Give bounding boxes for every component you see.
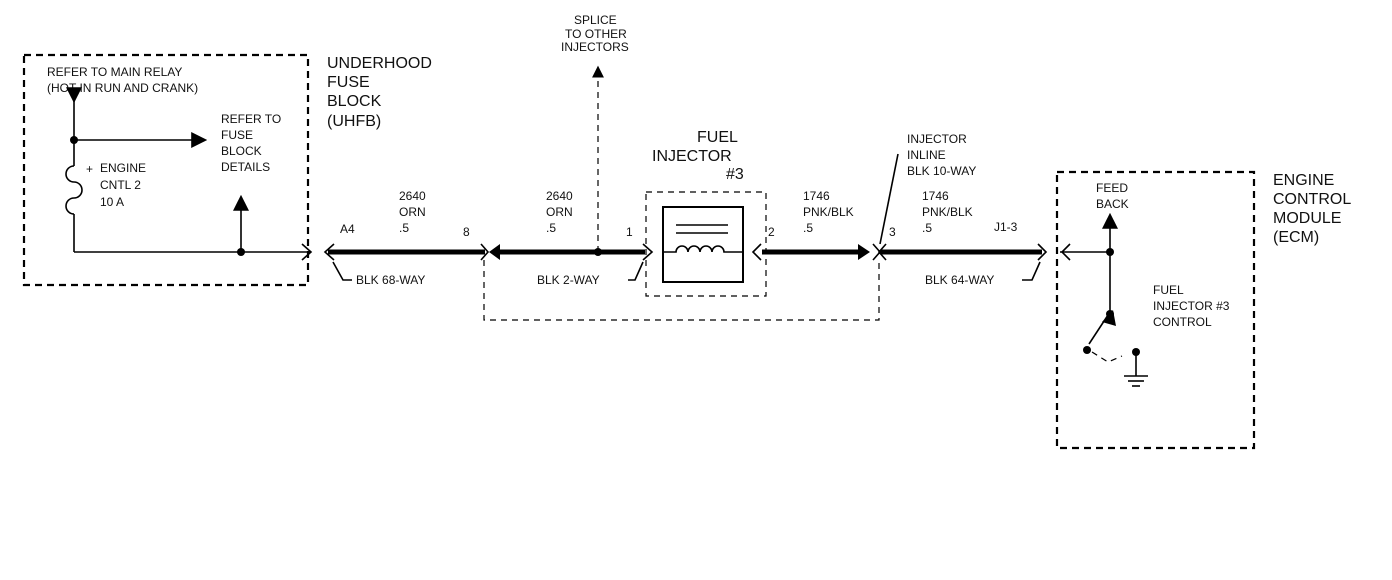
- connector-group-dashed-frame: [483, 260, 880, 321]
- svg-text:PNK/BLK: PNK/BLK: [922, 205, 973, 219]
- svg-text:CNTL 2: CNTL 2: [100, 178, 141, 192]
- inline-connector-label: INJECTOR INLINE BLK 10-WAY: [907, 132, 976, 178]
- feed-back-label: FEED BACK: [1096, 181, 1129, 211]
- fuse-symbol: [65, 165, 83, 215]
- connector-mark-1: [642, 243, 654, 261]
- pin-a4: A4: [340, 222, 355, 236]
- svg-text:10 A: 10 A: [100, 195, 124, 209]
- svg-text:BLOCK: BLOCK: [327, 93, 382, 110]
- svg-text:BACK: BACK: [1096, 197, 1129, 211]
- svg-text:REFER TO MAIN RELAY: REFER TO MAIN RELAY: [47, 65, 182, 79]
- uhfb-title: UNDERHOOD FUSE BLOCK (UHFB): [327, 55, 432, 130]
- svg-text:DETAILS: DETAILS: [221, 160, 270, 174]
- svg-text:2640: 2640: [399, 189, 426, 203]
- svg-text:CONTROL: CONTROL: [1153, 315, 1212, 329]
- fuse-details-reference: REFER TO FUSE BLOCK DETAILS: [221, 112, 281, 174]
- svg-text:1746: 1746: [803, 189, 830, 203]
- svg-text:TO OTHER: TO OTHER: [565, 27, 627, 41]
- svg-text:INJECTORS: INJECTORS: [561, 40, 629, 54]
- connector-blk68: BLK 68-WAY: [356, 273, 425, 287]
- injector-body: [662, 206, 744, 283]
- connector-blk2: BLK 2-WAY: [537, 273, 600, 287]
- ground-icon: [1124, 375, 1148, 387]
- svg-text:ENGINE: ENGINE: [100, 161, 146, 175]
- svg-text:PNK/BLK: PNK/BLK: [803, 205, 854, 219]
- svg-text:INJECTOR #3: INJECTOR #3: [1153, 299, 1230, 313]
- svg-text:INLINE: INLINE: [907, 148, 946, 162]
- svg-text:REFER TO: REFER TO: [221, 112, 281, 126]
- svg-text:INJECTOR: INJECTOR: [652, 148, 732, 165]
- wire-3-label: 1746 PNK/BLK .5: [803, 189, 854, 235]
- driver-contact-dot: [1083, 346, 1091, 354]
- svg-text:UNDERHOOD: UNDERHOOD: [327, 55, 432, 72]
- svg-text:FUEL: FUEL: [1153, 283, 1184, 297]
- connector-arrow-3: [858, 244, 870, 260]
- splice-dot-relay: [70, 136, 78, 144]
- svg-text:INJECTOR: INJECTOR: [907, 132, 967, 146]
- pin-8: 8: [463, 225, 470, 239]
- blk2-leader: [628, 261, 644, 281]
- svg-text:(HOT IN RUN AND CRANK): (HOT IN RUN AND CRANK): [47, 81, 198, 95]
- svg-text:2640: 2640: [546, 189, 573, 203]
- connector-mark-uhfb: [301, 243, 313, 261]
- connector-blk64: BLK 64-WAY: [925, 273, 994, 287]
- injector-coil: [663, 245, 743, 253]
- uhfb-dashed-box: [22, 53, 310, 287]
- wire-1-label: 2640 ORN .5: [399, 189, 426, 235]
- connector-mark-j1-3: [1037, 243, 1048, 261]
- driver-dashed-link: [1091, 351, 1123, 363]
- injector-dashed-box: [645, 191, 767, 297]
- svg-text:BLK 10-WAY: BLK 10-WAY: [907, 164, 976, 178]
- svg-text:(UHFB): (UHFB): [327, 113, 381, 130]
- driver-arrow: [1102, 310, 1116, 326]
- splice-label: SPLICE TO OTHER INJECTORS: [561, 13, 629, 54]
- svg-text:.5: .5: [399, 221, 409, 235]
- svg-text:.5: .5: [803, 221, 813, 235]
- svg-text:ORN: ORN: [546, 205, 573, 219]
- connector-mark-inline-right: [877, 243, 887, 261]
- svg-text:1746: 1746: [922, 189, 949, 203]
- injector-title: FUEL INJECTOR #3: [652, 129, 744, 183]
- wire-4-label: 1746 PNK/BLK .5: [922, 189, 973, 235]
- svg-text:SPLICE: SPLICE: [574, 13, 617, 27]
- svg-text:.5: .5: [922, 221, 932, 235]
- svg-text:.5: .5: [546, 221, 556, 235]
- blk68-leader: [332, 261, 352, 281]
- svg-text:FUSE: FUSE: [221, 128, 253, 142]
- main-relay-reference: REFER TO MAIN RELAY (HOT IN RUN AND CRAN…: [47, 65, 198, 95]
- pin-2: 2: [768, 225, 775, 239]
- ecm-title: ENGINE CONTROL MODULE (ECM): [1273, 172, 1351, 246]
- fuse-label: ENGINE CNTL 2 10 A: [100, 161, 146, 209]
- blk64-leader: [1022, 261, 1041, 281]
- connector-arrow-8: [489, 244, 500, 260]
- connector-mark-2: [751, 243, 762, 261]
- injector-control-label: FUEL INJECTOR #3 CONTROL: [1153, 283, 1230, 329]
- svg-text:CONTROL: CONTROL: [1273, 191, 1351, 208]
- pin-j1-3: J1-3: [994, 220, 1018, 234]
- svg-text:MODULE: MODULE: [1273, 210, 1341, 227]
- connector-mark-a4: [323, 243, 335, 261]
- svg-text:ORN: ORN: [399, 205, 426, 219]
- svg-text:#3: #3: [726, 166, 744, 183]
- pin-1: 1: [626, 225, 633, 239]
- svg-text:(ECM): (ECM): [1273, 229, 1319, 246]
- pin-3: 3: [889, 225, 896, 239]
- inline-connector-leader: [879, 153, 899, 245]
- fuse-polarity: +: [86, 162, 93, 176]
- wire-2-label: 2640 ORN .5: [546, 189, 573, 235]
- splice-dot-output: [237, 248, 245, 256]
- svg-text:FEED: FEED: [1096, 181, 1128, 195]
- ecm-dashed-box: [1055, 170, 1256, 450]
- svg-text:ENGINE: ENGINE: [1273, 172, 1334, 189]
- svg-text:FUEL: FUEL: [697, 129, 738, 146]
- svg-text:BLOCK: BLOCK: [221, 144, 262, 158]
- svg-text:FUSE: FUSE: [327, 74, 370, 91]
- connector-mark-8: [480, 243, 490, 261]
